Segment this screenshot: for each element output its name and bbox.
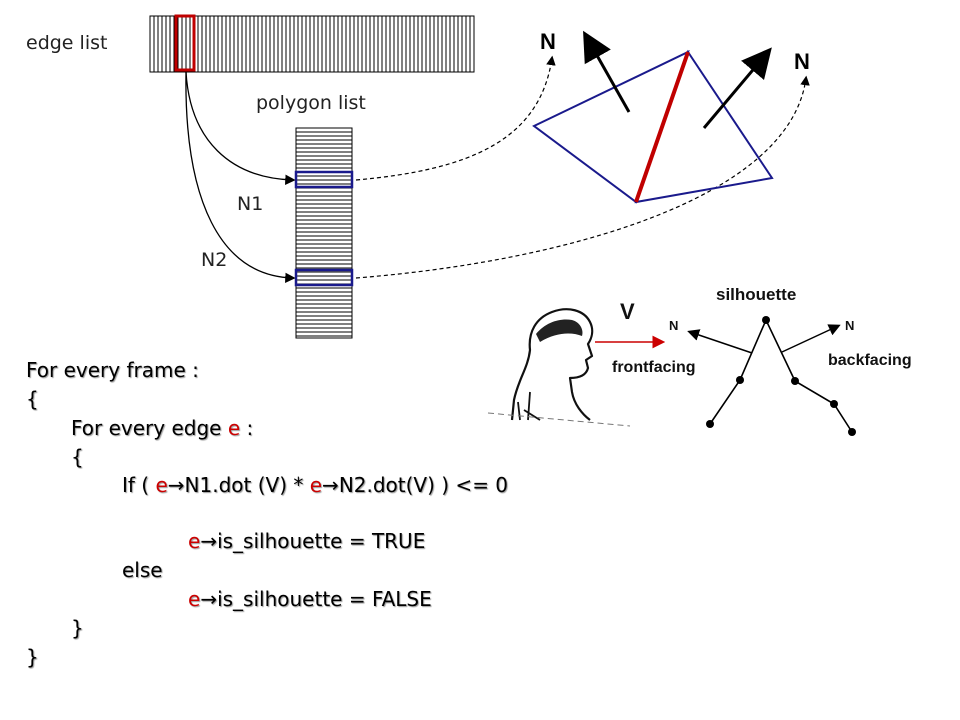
polygon-list-array bbox=[295, 127, 353, 339]
silhouette-figure bbox=[487, 308, 856, 436]
code-line-4: { bbox=[71, 445, 84, 469]
normal-label-right: N bbox=[794, 49, 810, 74]
code-line-2: { bbox=[26, 387, 39, 411]
silhouette-vertex bbox=[830, 400, 838, 408]
polygon-list-frame bbox=[295, 127, 353, 339]
silhouette-polyline bbox=[709, 318, 853, 433]
edge-list-highlight bbox=[174, 14, 196, 72]
code-line-10: } bbox=[26, 645, 39, 669]
view-vector-label: V bbox=[620, 299, 635, 324]
viewer-head bbox=[510, 308, 594, 421]
backfacing-normal-label: N bbox=[845, 318, 855, 333]
n2-label: N2 bbox=[201, 249, 228, 271]
silhouette-vertex bbox=[848, 428, 856, 436]
edge-to-n2-curve bbox=[185, 71, 296, 283]
code-line-9: } bbox=[71, 616, 84, 640]
code-line-5: If ( e→N1.dot (V) * e→N2.dot(V) ) <= 0 bbox=[122, 473, 509, 497]
polygon-list-highlight-n1 bbox=[294, 170, 354, 189]
edge-to-n1-curve bbox=[185, 71, 296, 185]
frontfacing-label: frontfacing bbox=[612, 359, 696, 376]
shared-edge bbox=[634, 51, 690, 203]
polygon-list-highlight-n2 bbox=[294, 268, 354, 287]
silhouette-vertex bbox=[791, 377, 799, 385]
code-line-6: e→is_silhouette = TRUE bbox=[188, 529, 426, 553]
code-line-3: For every edge e : bbox=[71, 416, 254, 440]
code-line-7: else bbox=[122, 558, 163, 582]
n2-to-normal-dashed bbox=[355, 75, 810, 279]
edge-list-label: edge list bbox=[26, 32, 108, 54]
normal-label-left: N bbox=[540, 29, 556, 54]
silhouette-vertex bbox=[706, 420, 714, 428]
frontfacing-normal-label: N bbox=[669, 318, 679, 333]
edge-list-array bbox=[149, 15, 475, 73]
n1-to-normal-dashed bbox=[355, 55, 556, 181]
n1-label: N1 bbox=[237, 193, 264, 215]
polygon-list-label: polygon list bbox=[256, 92, 366, 114]
backfacing-normal bbox=[781, 324, 841, 353]
silhouette-vertex bbox=[736, 376, 744, 384]
frontfacing-normal bbox=[687, 329, 753, 354]
silhouette-vertex bbox=[762, 316, 770, 324]
backfacing-label: backfacing bbox=[828, 352, 912, 369]
silhouette-label: silhouette bbox=[716, 285, 797, 304]
normal-arrow-right bbox=[702, 47, 772, 129]
code-line-8: e→is_silhouette = FALSE bbox=[188, 587, 432, 611]
normal-arrow-left bbox=[583, 30, 631, 113]
polygon-left bbox=[532, 50, 690, 204]
code-line-1: For every frame : bbox=[26, 358, 199, 382]
edge-list-frame bbox=[149, 15, 475, 73]
